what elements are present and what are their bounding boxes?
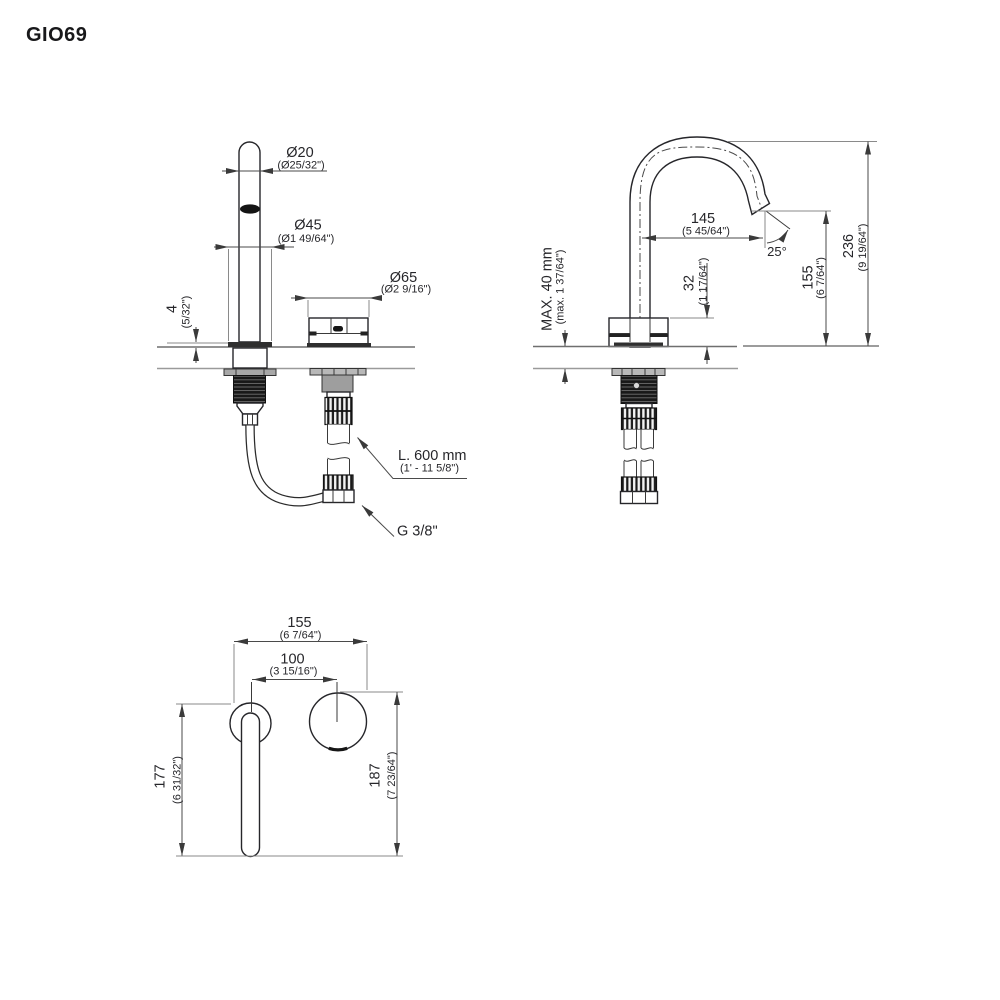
- dim-label: 187: [368, 763, 384, 787]
- dim-label-inch: (Ø1 49/64"): [278, 233, 335, 245]
- dim-base-plate-height: 4 (5/32"): [165, 296, 228, 363]
- dim-label-inch: (1 17/64"): [698, 258, 710, 306]
- dim-base-height: 32 (1 17/64"): [670, 258, 714, 364]
- dim-spout-reach: 145 (5 45/64"): [642, 211, 763, 241]
- dim-spout-base-diameter: Ø65 (Ø2 9/16"): [291, 270, 431, 317]
- dim-label: 155: [287, 615, 311, 631]
- set-screw: [633, 382, 640, 389]
- gooseneck-spout: [629, 136, 771, 348]
- dim-label: 155: [801, 265, 817, 289]
- flexible-hose: [245, 425, 328, 507]
- spout-outlet-mark: [328, 746, 348, 752]
- side-view: 145 (5 45/64") 25° 236 (9 19/64"): [533, 136, 879, 505]
- page-title: GIO69: [26, 24, 88, 46]
- spout-undercounter: [309, 368, 367, 504]
- dim-label-inch: (5/32"): [181, 296, 193, 329]
- spout-base-side: [608, 317, 669, 348]
- dim-label-inch: (7 23/64"): [386, 752, 398, 800]
- dim-outlet-height: 155 (6 7/64"): [752, 210, 831, 346]
- dim-label-inch: (3 15/16"): [270, 666, 318, 678]
- hose-length-callout: L. 600 mm (1' - 11 5/8"): [357, 437, 467, 479]
- thread-label: G 3/8": [397, 524, 438, 540]
- spout-base-plate: [307, 343, 371, 347]
- dim-handle-depth: 177 (6 31/32"): [153, 703, 231, 856]
- dim-label-inch: (6 31/32"): [172, 756, 184, 804]
- spout-plan: [308, 692, 368, 751]
- hose-length-label-inch: (1' - 11 5/8"): [400, 463, 459, 475]
- dim-label-inch: (9 19/64"): [857, 224, 869, 272]
- dim-max-deck-thickness: MAX. 40 mm (max. 1 37/64"): [540, 247, 568, 384]
- dim-spout-depth: 187 (7 23/64"): [340, 691, 403, 856]
- spout-centerline: [639, 146, 762, 347]
- lever-joint-mark: [240, 204, 260, 214]
- dim-label-inch: (5 45/64"): [682, 226, 730, 238]
- thread-callout: G 3/8": [361, 505, 438, 540]
- dim-label-inch: (Ø25/32"): [277, 160, 324, 172]
- spout-undercounter-side: [611, 368, 666, 505]
- plan-view: 155 (6 7/64") 100 (3 15/16") 177 (6 31/3…: [153, 615, 403, 858]
- dim-label-inch: (max. 1 37/64"): [555, 250, 567, 325]
- dim-label: Ø45: [294, 218, 321, 234]
- front-view: Ø20 (Ø25/32") Ø45 (Ø1 49/64") Ø65: [157, 141, 467, 540]
- dim-label: Ø20: [286, 145, 313, 161]
- dim-handle-diameter: Ø20 (Ø25/32"): [222, 145, 327, 174]
- dim-outlet-angle: 25°: [764, 210, 791, 259]
- dim-label: 4: [165, 305, 181, 313]
- dim-label: 145: [691, 211, 715, 227]
- dim-label-inch: (Ø2 9/16"): [381, 284, 431, 296]
- dim-overall-width: 155 (6 7/64"): [233, 615, 368, 703]
- dim-total-height: 236 (9 19/64"): [727, 141, 877, 346]
- aerator-dot: [333, 326, 343, 332]
- dim-label: 100: [280, 652, 304, 668]
- dim-label-inch: (6 7/64"): [280, 630, 322, 642]
- dim-label: MAX. 40 mm: [540, 247, 556, 331]
- dim-handle-base-diameter: Ø45 (Ø1 49/64"): [214, 218, 335, 341]
- handle-undercounter: [223, 347, 277, 426]
- dim-label: Ø65: [390, 270, 417, 286]
- dim-hole-spacing: 100 (3 15/16"): [251, 652, 338, 722]
- dim-label: 32: [682, 275, 698, 291]
- spout-base-front: [307, 317, 371, 347]
- dim-label-inch: (6 7/64"): [815, 257, 827, 299]
- dim-label: 177: [153, 764, 169, 788]
- hose-length-label: L. 600 mm: [398, 448, 467, 464]
- angle-label: 25°: [767, 244, 787, 259]
- dim-label: 236: [841, 234, 857, 258]
- handle-base-plate: [228, 342, 272, 347]
- lever-plan: [240, 712, 261, 858]
- lever-handle: [228, 141, 272, 347]
